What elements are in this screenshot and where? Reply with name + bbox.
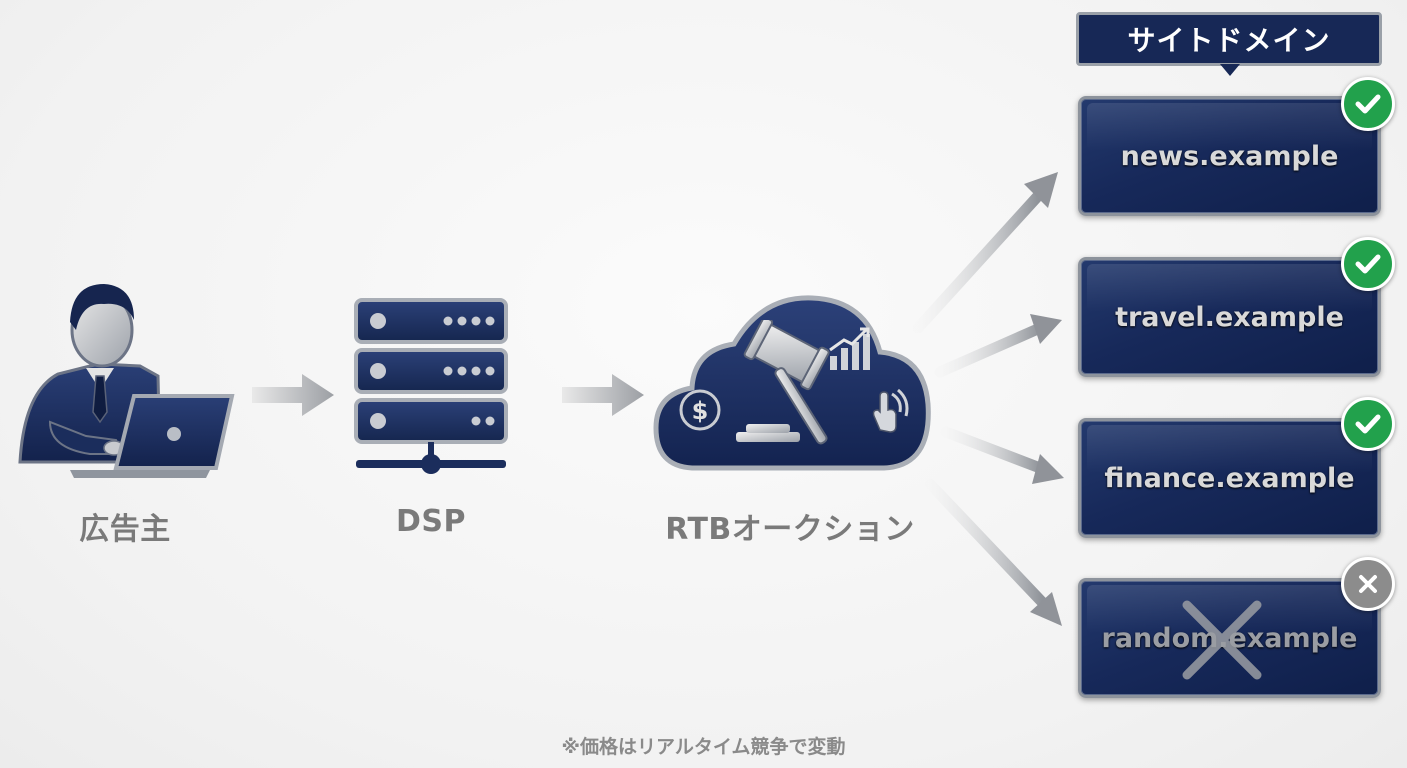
auction-label: RTBオークション	[665, 512, 915, 547]
dollar-coin-icon: $	[678, 388, 722, 432]
gavel-icon	[722, 320, 872, 450]
domain-card-random: random.example	[1078, 578, 1381, 698]
domain-card-finance: finance.example	[1078, 418, 1381, 538]
dsp-label: DSP	[396, 504, 466, 539]
check-icon	[1341, 397, 1395, 451]
arrow-to-news	[912, 172, 1058, 334]
chart-up-icon	[826, 326, 872, 374]
advertiser-label: 広告主	[79, 512, 171, 547]
tap-hand-icon	[862, 386, 914, 438]
site-domain-header: サイトドメイン	[1076, 12, 1382, 66]
fanout-arrows	[900, 150, 1080, 640]
domain-card-news: news.example	[1078, 96, 1381, 216]
svg-text:$: $	[692, 397, 709, 425]
check-icon	[1341, 77, 1395, 131]
site-domain-header-text: サイトドメイン	[1127, 24, 1331, 57]
dsp-server-icon	[352, 296, 510, 478]
arrow-to-finance	[940, 426, 1064, 484]
domain-name: finance.example	[1104, 462, 1355, 494]
close-icon	[1341, 557, 1395, 611]
check-icon	[1341, 237, 1395, 291]
domain-name: news.example	[1120, 140, 1339, 172]
flow-arrow-dsp-auction	[560, 370, 650, 420]
arrow-to-travel	[934, 314, 1062, 378]
domain-card-travel: travel.example	[1078, 257, 1381, 377]
arrow-to-random	[924, 478, 1062, 626]
domain-name: travel.example	[1115, 301, 1344, 333]
advertiser-icon	[10, 272, 240, 487]
site-domain-header-pointer	[1220, 64, 1240, 76]
price-footnote: ※価格はリアルタイム競争で変動	[561, 736, 846, 758]
cross-out-mark	[1182, 600, 1262, 680]
flow-arrow-advertiser-dsp	[250, 370, 340, 420]
